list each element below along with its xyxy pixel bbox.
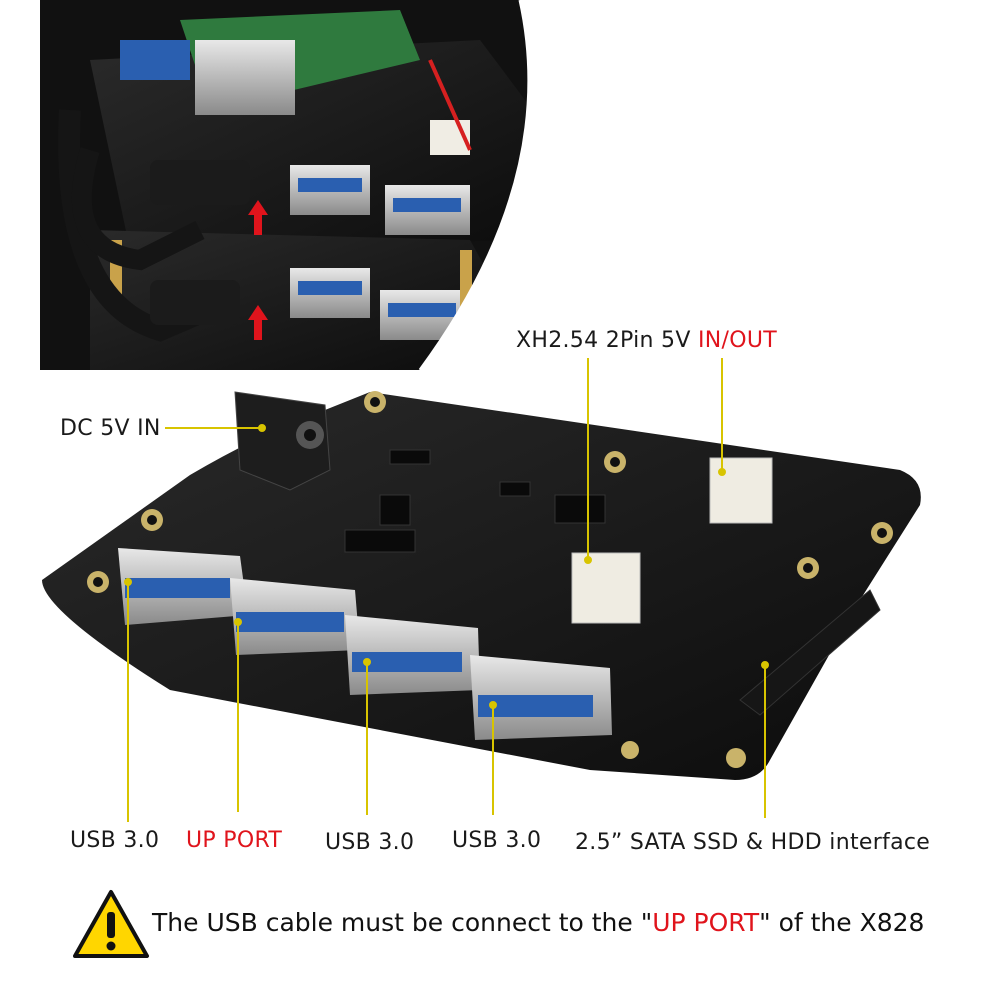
label-dc-in: DC 5V IN xyxy=(60,416,161,441)
note-text-after: " of the X828 xyxy=(759,908,925,937)
label-xh-in-out: IN/OUT xyxy=(697,328,777,353)
label-up-port: UP PORT xyxy=(186,828,283,853)
note-text-before: The USB cable must be connect to the " xyxy=(152,908,653,937)
x828-board xyxy=(42,392,921,780)
sata-connector xyxy=(739,589,881,716)
red-arrow-icon xyxy=(248,305,268,340)
xh-connector-in xyxy=(571,552,641,624)
label-xh-prefix: XH2.54 2Pin 5V xyxy=(516,328,698,353)
warning-note: The USB cable must be connect to the "UP… xyxy=(152,908,924,937)
stacked-boards-photo xyxy=(40,0,529,370)
ethernet-port xyxy=(195,40,295,115)
warning-icon xyxy=(73,890,149,958)
label-usb-3: USB 3.0 xyxy=(325,830,415,855)
note-text-highlight: UP PORT xyxy=(652,908,760,937)
red-arrow-icon xyxy=(248,200,268,235)
label-xh-connector: XH2.54 2Pin 5V IN/OUT xyxy=(516,328,777,353)
label-usb-1: USB 3.0 xyxy=(70,828,160,853)
dc-jack xyxy=(234,391,331,491)
label-sata: 2.5” SATA SSD & HDD interface xyxy=(575,830,931,855)
usb-ports xyxy=(118,548,612,740)
xh-connector-out xyxy=(709,457,773,524)
leader-lines xyxy=(124,358,769,822)
label-usb-4: USB 3.0 xyxy=(452,828,542,853)
